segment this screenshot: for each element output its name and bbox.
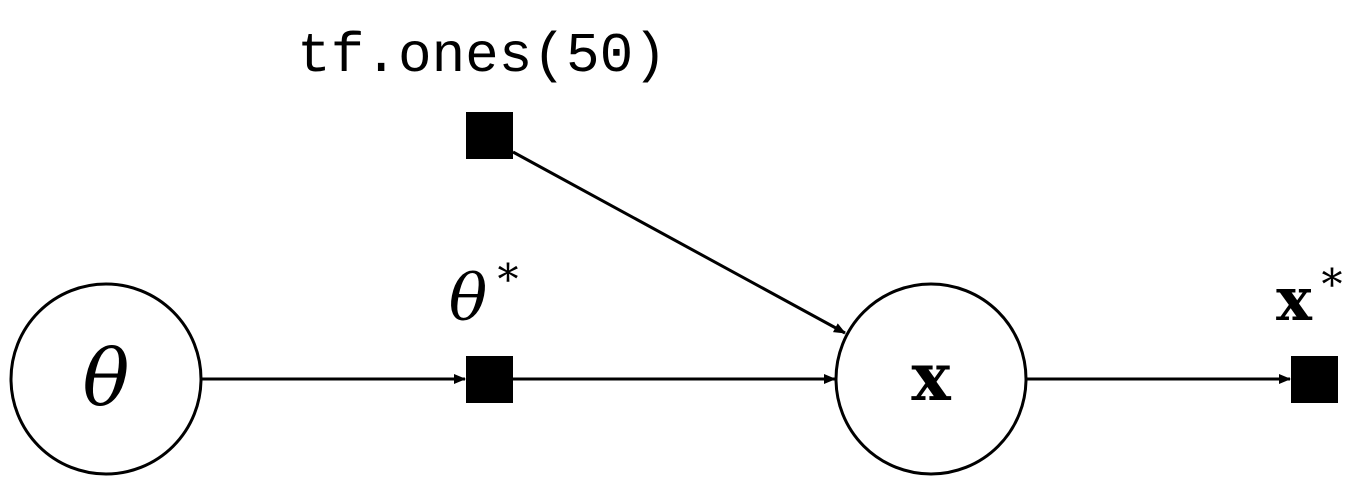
node-x: x xyxy=(834,282,1028,476)
node-theta-star-label: θ xyxy=(449,262,488,336)
node-x-star-label: x xyxy=(1276,265,1313,335)
node-theta-circle xyxy=(9,282,203,476)
node-theta-star-superscript: * xyxy=(498,255,519,304)
node-theta-star: θ * xyxy=(449,255,519,403)
node-constant-label: tf.ones(50) xyxy=(297,24,667,88)
node-theta-label: θ xyxy=(83,334,130,424)
edge-constant-to-x xyxy=(512,150,846,335)
node-x-star-square xyxy=(1291,356,1338,403)
node-x-star-superscript: * xyxy=(1322,260,1343,309)
node-constant: tf.ones(50) xyxy=(297,24,667,159)
node-theta-star-square xyxy=(466,356,513,403)
node-x-label: x xyxy=(911,338,951,416)
node-theta: θ xyxy=(9,282,203,476)
node-constant-square xyxy=(466,112,513,159)
node-x-circle xyxy=(834,282,1028,476)
node-x-star: x * xyxy=(1276,260,1343,403)
